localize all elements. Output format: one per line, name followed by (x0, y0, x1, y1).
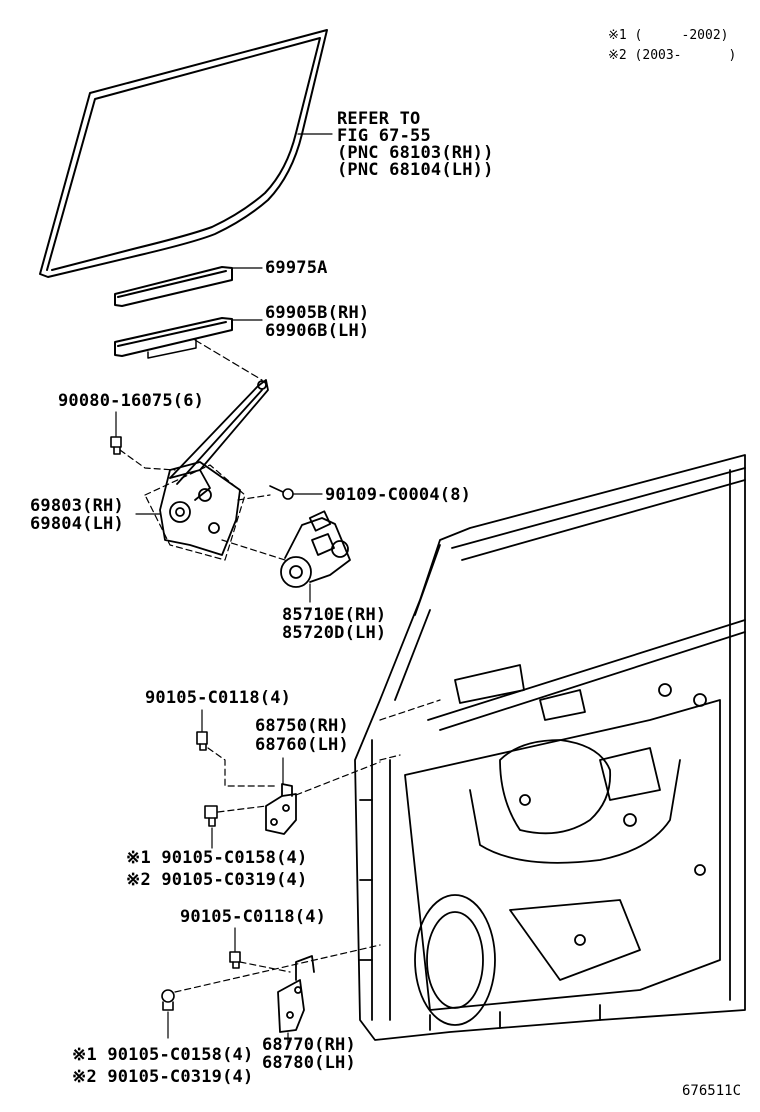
glass-ref-line-2: FIG 67-55 (337, 126, 431, 146)
upper-hinge-alt-bolt-dash (217, 805, 267, 813)
upper-hinge-bolt-shape (196, 731, 208, 751)
window-motor-shape (280, 510, 351, 588)
upper-hinge-shape (265, 783, 297, 835)
legend-row-2: ※2 (2003- ) (608, 48, 737, 63)
regulator-shape (119, 379, 286, 561)
upper-hinge-alt-bolt-1: ※1 90105-C0158(4) (126, 848, 308, 868)
regulator-bolt-label: 90080-16075(6) (58, 391, 205, 411)
regulator-label-rh: 69803(RH) (30, 496, 124, 516)
motor-bolt-label: 90109-C0004(8) (325, 485, 472, 505)
upper-hinge-bolt-dash (207, 747, 276, 787)
glass-ref-line-3: (PNC 68103(RH)) (337, 143, 494, 163)
run-channel-label: 69975A (265, 258, 328, 278)
glass-ref-line-1: REFER TO (337, 109, 421, 129)
upper-hinge-dash (295, 761, 381, 796)
run-channel-shape (114, 266, 233, 307)
lower-hinge-label-lh: 68780(LH) (262, 1053, 356, 1073)
upper-hinge-label-lh: 68760(LH) (255, 735, 349, 755)
lower-hinge-alt-bolt-2: ※2 90105-C0319(4) (72, 1067, 254, 1087)
motor-label-rh: 85710E(RH) (282, 605, 387, 625)
figure-id: 676511C (682, 1083, 742, 1099)
lower-hinge-label-rh: 68770(RH) (262, 1035, 356, 1055)
door-glass-shape (39, 29, 328, 278)
lower-hinge-bolt-dash (239, 961, 291, 973)
motor-label-lh: 85720D(LH) (282, 623, 387, 643)
bottom-channel-dash (194, 339, 263, 381)
upper-hinge-bolt-label: 90105-C0118(4) (145, 688, 292, 708)
lower-hinge-alt-bolt-shape (161, 989, 175, 1011)
lower-hinge-alt-bolt-1: ※1 90105-C0158(4) (72, 1045, 254, 1065)
legend-row-1: ※1 ( -2002) (608, 28, 729, 43)
regulator-bolt-shape (110, 436, 122, 455)
upper-hinge-alt-bolt-2: ※2 90105-C0319(4) (126, 870, 308, 890)
upper-hinge-label-rh: 68750(RH) (255, 716, 349, 736)
bottom-channel-label-rh: 69905B(RH) (265, 303, 370, 323)
bottom-channel-label-lh: 69906B(LH) (265, 321, 370, 341)
lower-hinge-bolt-label: 90105-C0118(4) (180, 907, 327, 927)
regulator-label-lh: 69804(LH) (30, 514, 124, 534)
rear-door-panel-shape (354, 454, 746, 1041)
glass-ref-line-4: (PNC 68104(LH)) (337, 160, 494, 180)
lower-hinge-dash (174, 944, 381, 993)
bottom-channel-shape (114, 317, 233, 359)
lower-hinge-bolt-shape (229, 951, 241, 969)
lower-hinge-shape (277, 955, 315, 1033)
motor-bolt-shape (269, 485, 294, 500)
upper-hinge-alt-bolt-shape (204, 805, 218, 827)
